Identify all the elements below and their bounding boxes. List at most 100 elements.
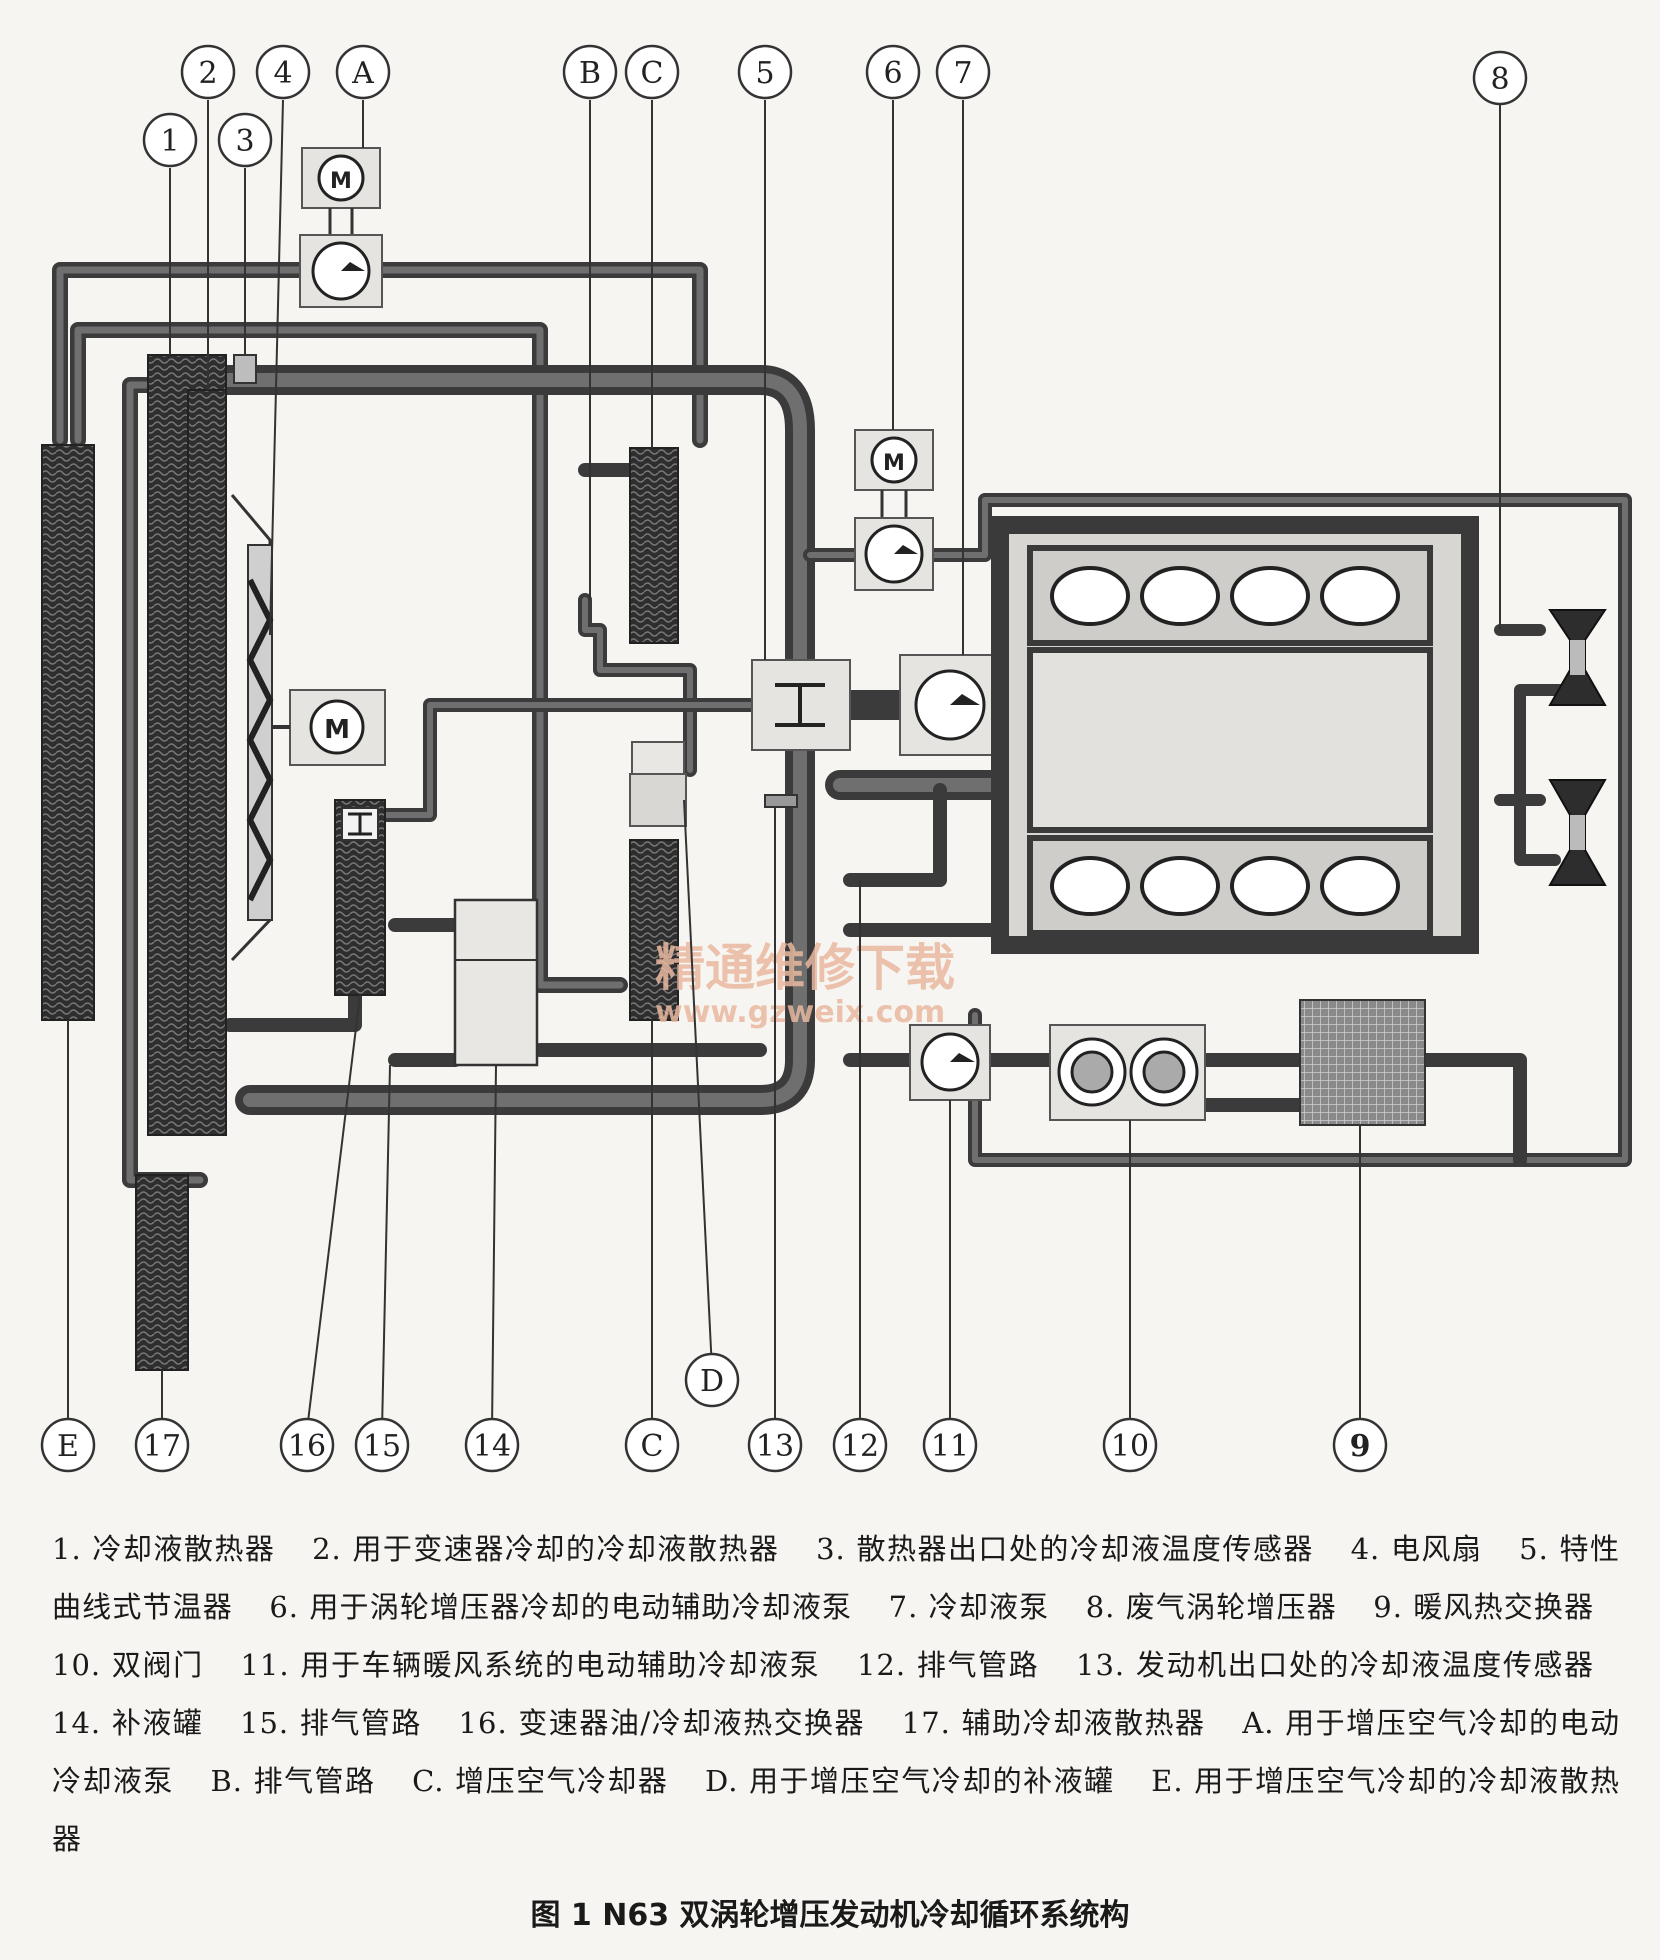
callout-13: 13 bbox=[747, 1417, 803, 1473]
watermark-text: 精通维修下载 bbox=[655, 939, 955, 997]
legend-item: 16. 变速器油/冷却液热交换器 bbox=[458, 1706, 866, 1740]
charge-air-cooler-c-bottom bbox=[629, 839, 679, 1021]
callout-8: 8 bbox=[1472, 50, 1528, 106]
legend-item: 15. 排气管路 bbox=[240, 1706, 422, 1740]
svg-text:M: M bbox=[324, 715, 350, 745]
legend-item: 10. 双阀门 bbox=[52, 1648, 204, 1682]
svg-text:4: 4 bbox=[273, 56, 292, 91]
electric-fan-4 bbox=[230, 494, 274, 962]
auxiliary-radiator-17 bbox=[135, 1174, 189, 1371]
svg-text:17: 17 bbox=[143, 1429, 181, 1464]
svg-text:16: 16 bbox=[288, 1429, 326, 1464]
pipe-network bbox=[52, 262, 1632, 1188]
legend-item: E. 用于增压空气冷却的冷却液散热器 bbox=[52, 1764, 1621, 1856]
legend: 1. 冷却液散热器 2. 用于变速器冷却的冷却液散热器 3. 散热器出口处的冷却… bbox=[52, 1520, 1620, 1868]
legend-item: D. 用于增压空气冷却的补液罐 bbox=[705, 1764, 1115, 1798]
legend-item: 2. 用于变速器冷却的冷却液散热器 bbox=[312, 1532, 780, 1566]
callout-e: E bbox=[40, 1417, 96, 1473]
map-thermostat-5 bbox=[751, 659, 851, 751]
expansion-tank-14 bbox=[453, 898, 539, 1067]
callout-11: 11 bbox=[922, 1417, 978, 1473]
legend-item: 13. 发动机出口处的冷却液温度传感器 bbox=[1076, 1648, 1595, 1682]
engine-outlet-temp-sensor-13 bbox=[764, 794, 798, 808]
svg-text:8: 8 bbox=[1490, 62, 1509, 97]
svg-text:12: 12 bbox=[841, 1429, 879, 1464]
heater-aux-pump-11 bbox=[909, 1024, 991, 1101]
callout-15: 15 bbox=[354, 1417, 410, 1473]
svg-text:B: B bbox=[579, 56, 601, 91]
svg-text:7: 7 bbox=[953, 56, 972, 91]
callout-2: 2 bbox=[180, 44, 236, 100]
callout-16: 16 bbox=[279, 1417, 335, 1473]
transmission-radiator-2 bbox=[187, 389, 227, 1051]
callout-12: 12 bbox=[832, 1417, 888, 1473]
legend-item: 11. 用于车辆暖风系统的电动辅助冷却液泵 bbox=[240, 1648, 821, 1682]
figure-caption: 图 1 N63 双涡轮增压发动机冷却循环系统构 bbox=[530, 1898, 1130, 1933]
legend-item: B. 排气管路 bbox=[210, 1764, 376, 1798]
fan-motor-icon: M bbox=[289, 689, 386, 766]
transmission-oil-heat-exchanger-16 bbox=[334, 799, 386, 996]
svg-text:5: 5 bbox=[755, 56, 774, 91]
svg-text:3: 3 bbox=[235, 124, 254, 159]
callout-1: 1 bbox=[142, 112, 198, 168]
legend-item: 5. 特性曲线式节温器 bbox=[52, 1532, 1621, 1624]
callout-10: 10 bbox=[1102, 1417, 1158, 1473]
callout-6: 6 bbox=[865, 44, 921, 100]
legend-item: 1. 冷却液散热器 bbox=[52, 1532, 276, 1566]
callout-c-bottom: C bbox=[624, 1417, 680, 1473]
turbocharger-8-lower bbox=[1548, 779, 1607, 886]
radiator-outlet-temp-sensor-3 bbox=[233, 354, 257, 384]
legend-item: 17. 辅助冷却液散热器 bbox=[901, 1706, 1206, 1740]
charge-air-expansion-tank-d bbox=[629, 741, 687, 827]
callout-7: 7 bbox=[935, 44, 991, 100]
double-valve-10 bbox=[1049, 1024, 1206, 1121]
turbo-aux-pump-6: M bbox=[854, 429, 934, 591]
engine-block bbox=[991, 516, 1479, 954]
svg-text:6: 6 bbox=[883, 56, 902, 91]
legend-item: 4. 电风扇 bbox=[1350, 1532, 1483, 1566]
svg-text:2: 2 bbox=[198, 56, 217, 91]
svg-text:13: 13 bbox=[756, 1429, 794, 1464]
svg-text:C: C bbox=[641, 56, 664, 91]
legend-item: C. 增压空气冷却器 bbox=[412, 1764, 669, 1798]
callout-5: 5 bbox=[737, 44, 793, 100]
legend-item: 7. 冷却液泵 bbox=[888, 1590, 1050, 1624]
turbocharger-8-upper bbox=[1548, 609, 1607, 706]
svg-text:M: M bbox=[883, 451, 905, 476]
svg-text:M: M bbox=[330, 169, 352, 194]
svg-text:A: A bbox=[351, 56, 374, 91]
watermark-url: www.gzweix.com bbox=[655, 995, 945, 1030]
svg-text:E: E bbox=[57, 1429, 79, 1464]
cylinder-bank-bottom bbox=[1027, 835, 1433, 936]
cooling-system-diagram: M M M bbox=[40, 44, 1632, 1473]
callout-4: 4 bbox=[255, 44, 311, 100]
cylinder-bank-top bbox=[1027, 545, 1433, 646]
svg-text:1: 1 bbox=[160, 124, 179, 159]
callout-14: 14 bbox=[464, 1417, 520, 1473]
svg-text:9: 9 bbox=[1350, 1429, 1371, 1464]
legend-item: 12. 排气管路 bbox=[856, 1648, 1040, 1682]
svg-text:10: 10 bbox=[1111, 1429, 1149, 1464]
svg-text:14: 14 bbox=[473, 1429, 511, 1464]
coolant-pump-7 bbox=[899, 654, 1001, 756]
charge-air-radiator-e bbox=[41, 444, 95, 1021]
legend-item: 9. 暖风热交换器 bbox=[1373, 1590, 1595, 1624]
callout-d: D bbox=[684, 1352, 740, 1408]
leader-lines bbox=[67, 99, 1501, 1431]
callout-b: B bbox=[562, 44, 618, 100]
svg-text:11: 11 bbox=[931, 1429, 969, 1464]
callout-a: A bbox=[335, 44, 391, 100]
legend-item: 14. 补液罐 bbox=[52, 1706, 204, 1740]
legend-item: 6. 用于涡轮增压器冷却的电动辅助冷却液泵 bbox=[269, 1590, 853, 1624]
charge-air-cooler-c-top bbox=[629, 447, 679, 644]
callout-c-top: C bbox=[624, 44, 680, 100]
svg-text:15: 15 bbox=[363, 1429, 401, 1464]
legend-item: A. 用于增压空气冷却的电动冷却液泵 bbox=[52, 1706, 1621, 1798]
callout-3: 3 bbox=[217, 112, 273, 168]
heater-core-9 bbox=[1299, 999, 1426, 1126]
svg-text:D: D bbox=[700, 1364, 724, 1399]
callout-17: 17 bbox=[134, 1417, 190, 1473]
legend-item: 3. 散热器出口处的冷却液温度传感器 bbox=[816, 1532, 1314, 1566]
svg-text:C: C bbox=[641, 1429, 664, 1464]
